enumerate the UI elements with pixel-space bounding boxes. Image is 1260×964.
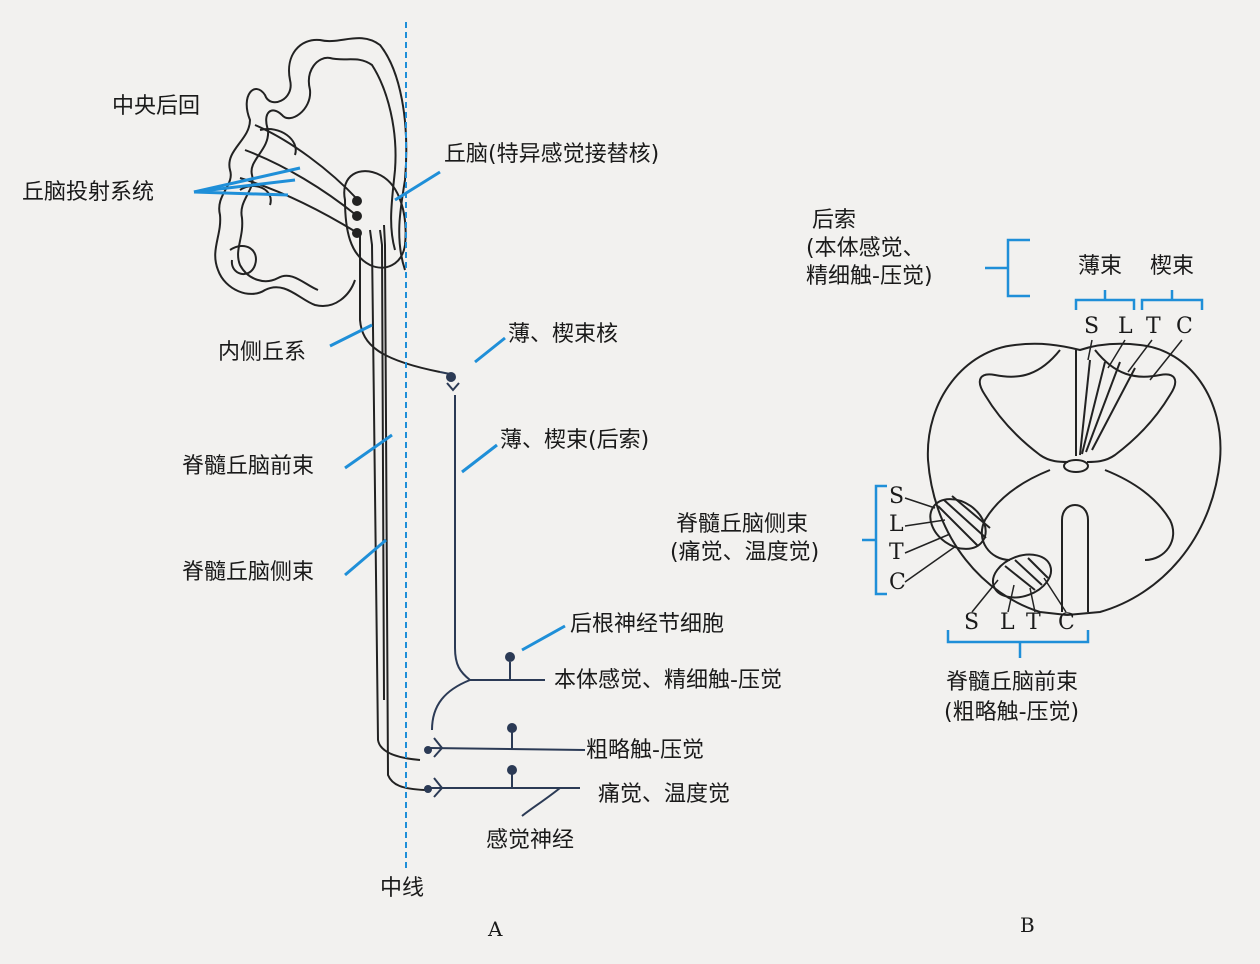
lateral-segment-s: S: [889, 484, 905, 509]
medial-lemniscus-fiber: [359, 235, 441, 373]
label-cuneate: 楔束: [1150, 254, 1195, 279]
anterior-fissure: [1061, 504, 1089, 612]
brain-section: [214, 37, 408, 307]
projection-fibers-1: [254, 124, 359, 201]
label-thalamus: 丘脑(特异感觉接替核): [444, 142, 660, 167]
dorsal-segment-c: C: [1176, 314, 1193, 339]
ganglion-cells: [424, 652, 517, 793]
ascending-tracts: [359, 224, 441, 791]
label-midline: 中线: [380, 876, 425, 901]
lateral-bracket: [874, 484, 887, 596]
panel-a-letter: A: [488, 917, 503, 941]
sensory-nerve-pointer: [521, 787, 561, 817]
lateral-tract-second-line: [379, 229, 385, 701]
label-pointers-a: [193, 166, 566, 652]
label-gracile-cuneate-nuclei: 薄、楔束核: [508, 322, 619, 347]
label-posterior-column: 后索: [812, 208, 857, 233]
anterior-segment-l: L: [1000, 610, 1015, 635]
label-thalamic-projection: 丘脑投射系统: [22, 180, 155, 205]
anterior-segment-t: T: [1026, 610, 1041, 635]
cord-outline: [926, 342, 1222, 616]
segment-pointers: [904, 339, 1183, 613]
label-medial-lemniscus: 内侧丘系: [218, 340, 307, 365]
dorsal-segment-t: T: [1146, 314, 1161, 339]
lateral-segment-t: T: [889, 540, 904, 565]
gyrus-fold-1: [229, 245, 257, 275]
lateral-segment-l: L: [889, 512, 904, 537]
label-gracile-cuneate-fasciculus: 薄、楔束(后索): [500, 428, 650, 453]
peripheral-fibers: [429, 662, 586, 817]
label-posterior-column-sub1: (本体感觉、: [806, 236, 925, 261]
cortex-inner-fold: [237, 56, 397, 291]
gray-matter-dorsal-right: [1086, 349, 1177, 463]
cuneate-bracket: [1140, 298, 1204, 310]
gyrus-fold-3: [239, 185, 272, 206]
label-central-gyrus: 中央后回: [112, 94, 201, 119]
label-lateral-tract-sub: (痛觉、温度觉): [670, 540, 820, 565]
posterior-column-bracket: [1006, 238, 1030, 298]
crude-touch-line: [429, 747, 586, 751]
label-anterior-spinothalamic: 脊髓丘脑前束: [182, 454, 315, 479]
proprio-entry-curve: [431, 679, 471, 731]
projection-fibers-3: [239, 177, 357, 233]
cortex-outline: [214, 37, 408, 307]
label-sensory-nerve: 感觉神经: [486, 828, 575, 853]
spinal-cord-section: [926, 342, 1222, 616]
label-posterior-column-sub2: 精细触-压觉): [806, 264, 933, 289]
label-anterior-tract-sub: (粗略触-压觉): [944, 700, 1080, 725]
anterior-bracket: [946, 630, 1090, 644]
cuneate-lam: [1091, 367, 1136, 451]
label-anterior-tract: 脊髓丘脑前束: [946, 670, 1079, 695]
dorsal-segment-s: S: [1084, 314, 1100, 339]
gracile-nucleus-cell: [446, 372, 456, 382]
label-gracile: 薄束: [1078, 254, 1123, 279]
lateral-segment-c: C: [889, 570, 906, 595]
crude-touch-synapse: [433, 737, 444, 758]
gray-matter-ventral-left: [980, 469, 1051, 561]
label-proprioception: 本体感觉、精细触-压觉: [554, 668, 782, 693]
gracile-lam-3: [1085, 361, 1121, 453]
label-dorsal-root-ganglion: 后根神经节细胞: [570, 612, 725, 637]
nucleus-synapse: [446, 382, 460, 392]
brackets-b: [862, 238, 1204, 658]
gracile-lam-2: [1081, 361, 1106, 455]
anterior-segment-c: C: [1058, 610, 1075, 635]
pain-synapse: [433, 777, 444, 798]
label-lateral-spinothalamic: 脊髓丘脑侧束: [182, 560, 315, 585]
projection-fibers-2: [244, 149, 357, 216]
anterior-segment-s: S: [964, 610, 980, 635]
gracile-lam-1: [1079, 359, 1091, 456]
gray-matter-ventral-right: [1104, 469, 1175, 561]
label-lateral-tract: 脊髓丘脑侧束: [676, 512, 809, 537]
gray-matter-dorsal-left: [978, 349, 1069, 463]
posterior-column-fiber: [454, 395, 471, 681]
posterior-column: [439, 371, 471, 681]
central-canal: [1063, 459, 1089, 473]
anterior-spinothalamic-fiber: [369, 229, 421, 761]
gracile-bracket: [1074, 298, 1136, 310]
lateral-spinothalamic-fiber: [383, 224, 426, 791]
dorsal-segment-l: L: [1118, 314, 1133, 339]
thalamic-nuclei: [352, 196, 362, 238]
label-pain-temperature: 痛觉、温度觉: [598, 782, 731, 807]
panel-b-letter: B: [1020, 913, 1035, 937]
label-crude-touch: 粗略触-压觉: [586, 738, 704, 763]
